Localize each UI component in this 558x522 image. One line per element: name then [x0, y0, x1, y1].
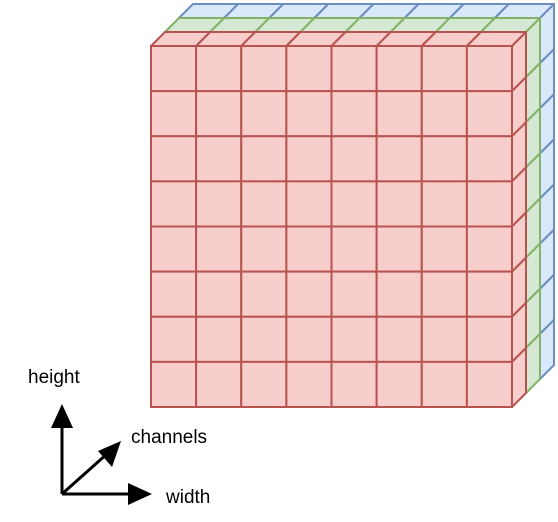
layer-red-cell [195, 180, 243, 228]
layer-red-cell [240, 180, 288, 228]
height-label: height [28, 367, 80, 388]
layer-red-cell [195, 225, 243, 273]
layer-red-cell [420, 45, 468, 93]
layer-red-cell [375, 270, 423, 318]
width-arrowhead-icon [128, 483, 152, 505]
layer-red-cell [420, 360, 468, 408]
layer-red-cell [240, 135, 288, 183]
layer-red-cell [375, 225, 423, 273]
layer-red-cell [465, 90, 513, 138]
layer-red-cell [285, 270, 333, 318]
layer-red [150, 31, 527, 408]
layer-red-cell [465, 360, 513, 408]
channels-label: channels [131, 427, 207, 448]
layer-red-cell [150, 315, 198, 363]
layer-red-cell [285, 135, 333, 183]
layer-red-cell [330, 135, 378, 183]
layer-red-cell [375, 45, 423, 93]
channels-arrowhead-icon [98, 441, 121, 467]
layer-red-cell [375, 180, 423, 228]
layer-red-cell [195, 90, 243, 138]
layer-red-cell [150, 360, 198, 408]
layer-red-cell [285, 45, 333, 93]
layer-red-cell [195, 45, 243, 93]
layer-red-cell [330, 270, 378, 318]
width-label: width [165, 487, 210, 508]
layer-red-cell [420, 180, 468, 228]
layer-red-cell [330, 45, 378, 93]
layer-red-cell [420, 135, 468, 183]
layer-red-cell [375, 90, 423, 138]
layer-red-cell [465, 45, 513, 93]
layer-red-cell [285, 315, 333, 363]
layer-red-cell [330, 360, 378, 408]
layer-red-cell [420, 270, 468, 318]
layer-red-cell [375, 135, 423, 183]
layer-red-cell [285, 180, 333, 228]
layer-red-cell [240, 225, 288, 273]
layer-red-cell [195, 135, 243, 183]
layer-red-cell [150, 225, 198, 273]
layer-red-cell [195, 360, 243, 408]
layer-red-cell [420, 90, 468, 138]
layer-red-cell [240, 90, 288, 138]
layer-red-cell [420, 225, 468, 273]
layer-red-cell [330, 180, 378, 228]
layer-red-cell [465, 135, 513, 183]
layer-red-cell [465, 180, 513, 228]
layer-red-cell [285, 360, 333, 408]
layer-red-cell [240, 270, 288, 318]
layer-red-cell [465, 225, 513, 273]
layer-red-cell [240, 360, 288, 408]
layer-red-cell [330, 225, 378, 273]
height-arrowhead-icon [51, 404, 73, 428]
layer-red-cell [330, 90, 378, 138]
layer-red-cell [375, 360, 423, 408]
layer-red-cell [375, 315, 423, 363]
layer-red-cell [150, 270, 198, 318]
layer-red-cell [465, 315, 513, 363]
layer-red-cell [150, 90, 198, 138]
layer-red-cell [420, 315, 468, 363]
layer-red-cell [285, 225, 333, 273]
layer-red-cell [240, 45, 288, 93]
layer-red-cell [150, 135, 198, 183]
tensor-layers [150, 3, 555, 408]
layer-red-cell [330, 315, 378, 363]
layer-red-cell [465, 270, 513, 318]
layer-red-cell [195, 315, 243, 363]
layer-red-side-cell [511, 346, 527, 408]
layer-red-cell [150, 45, 198, 93]
channels-axis-line [61, 451, 109, 496]
layer-red-cell [150, 180, 198, 228]
layer-red-cell [285, 90, 333, 138]
axis-indicator: height channels width [28, 367, 210, 508]
layer-red-cell [240, 315, 288, 363]
layer-red-cell [195, 270, 243, 318]
